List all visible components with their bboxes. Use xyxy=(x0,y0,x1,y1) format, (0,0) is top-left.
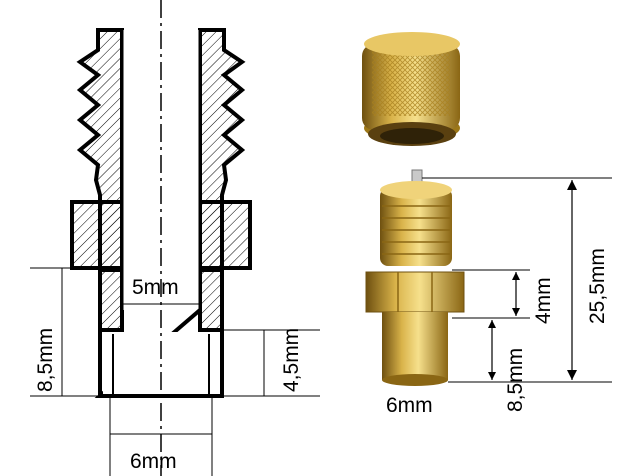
left-hex-flange xyxy=(70,200,124,270)
photo-diameter-label: 6mm xyxy=(386,394,433,417)
photo-tip-length-label: 8,5mm xyxy=(504,348,527,412)
right-lower-wall xyxy=(198,266,224,332)
left-lower-wall xyxy=(98,266,124,332)
left-height-tip-label: 4,5mm xyxy=(280,328,303,392)
left-height-total-label: 8,5mm xyxy=(34,328,57,392)
cross-section-drawing: 5mm 8,5mm 4,5mm 6mm xyxy=(30,0,320,476)
valve-core-body xyxy=(365,169,465,386)
valve-photo: 25,5mm 4mm 8,5mm 6mm xyxy=(362,32,612,417)
inner-diameter-label: 5mm xyxy=(132,276,179,299)
photo-hex-length-label: 4mm xyxy=(532,277,555,324)
knurled-cap xyxy=(362,32,460,146)
right-hex-flange xyxy=(198,200,252,270)
photo-total-length-label: 25,5mm xyxy=(586,248,609,324)
outer-diameter-label: 6mm xyxy=(130,450,177,473)
